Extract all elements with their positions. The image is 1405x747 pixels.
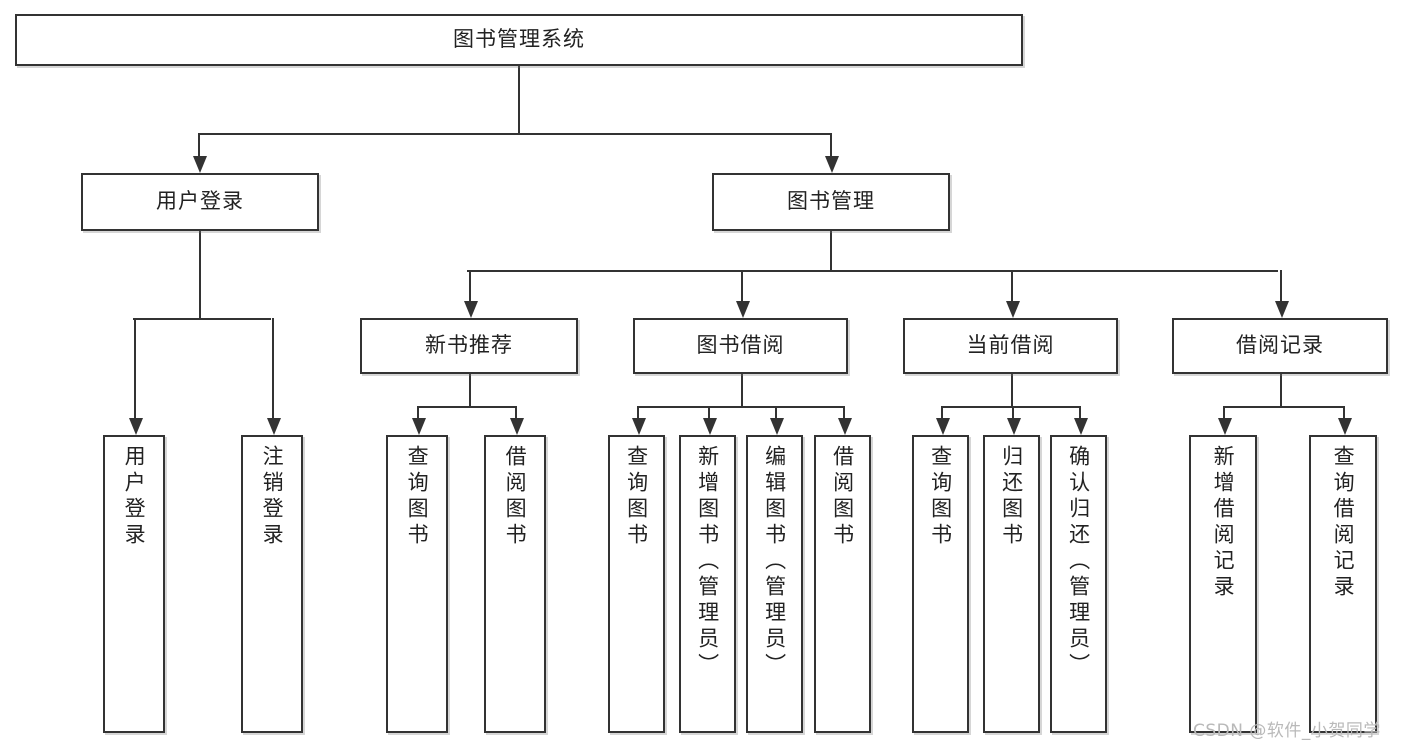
arrowhead-level3-book-borrow [736,301,750,318]
arrowhead-level3-new-book-recommend [464,301,478,318]
node-label-book-manage: 图书管理 [787,189,875,214]
connector-leaf-drop-leaf-borrow-book-nb [515,406,517,419]
leaf-label-leaf-add-record: 新增借阅记录 [1211,445,1236,601]
connector-current-borrow-stem [1011,374,1013,406]
leaf-leaf-borrow-book-bb[interactable]: 借阅图书 [814,435,871,733]
leaf-label-leaf-borrow-book-bb: 借阅图书 [830,445,855,549]
arrowhead-level3-borrow-record [1275,301,1289,318]
connector-leaf-drop-leaf-logout [272,318,274,419]
node-book-borrow[interactable]: 图书借阅 [633,318,848,374]
arrowhead-root-0 [193,156,207,173]
leaf-leaf-confirm-return[interactable]: 确认归还（管理员） [1050,435,1107,733]
arrowhead-leaf-leaf-query-book-bb [632,418,646,435]
leaf-leaf-edit-book[interactable]: 编辑图书（管理员） [746,435,803,733]
connector-new-book-recommend-bar [417,406,517,408]
connector-leaf-drop-leaf-query-book-bb [637,406,639,419]
connector-userlogin-stem [199,231,201,318]
leaf-leaf-query-book-cb[interactable]: 查询图书 [912,435,969,733]
leaf-leaf-return-book[interactable]: 归还图书 [983,435,1040,733]
csdn-watermark: CSDN @软件_小贺同学 [1193,721,1381,741]
node-root[interactable]: 图书管理系统 [15,14,1023,66]
arrowhead-level3-current-borrow [1006,301,1020,318]
node-book-manage[interactable]: 图书管理 [712,173,950,231]
leaf-leaf-query-book-nb[interactable]: 查询图书 [386,435,448,733]
connector-borrow-record-bar [1223,406,1345,408]
arrowhead-leaf-leaf-return-book [1007,418,1021,435]
arrowhead-leaf-leaf-edit-book [770,418,784,435]
connector-leaf-drop-leaf-confirm-return [1079,406,1081,419]
connector-leaf-drop-leaf-borrow-book-bb [843,406,845,419]
leaf-leaf-borrow-book-nb[interactable]: 借阅图书 [484,435,546,733]
connector-level3-drop-borrow-record [1280,270,1282,302]
arrowhead-leaf-leaf-logout [267,418,281,435]
arrowhead-leaf-leaf-query-book-nb [412,418,426,435]
leaf-label-leaf-confirm-return: 确认归还（管理员） [1066,445,1091,679]
node-user-login[interactable]: 用户登录 [81,173,319,231]
leaf-label-leaf-query-book-bb: 查询图书 [624,445,649,549]
connector-level3-drop-current-borrow [1011,270,1013,302]
connector-root-stem [518,66,520,133]
node-label-current-borrow: 当前借阅 [966,333,1055,358]
connector-root-drop-0 [198,133,200,157]
leaf-label-leaf-query-book-cb: 查询图书 [928,445,953,549]
connector-level3-drop-book-borrow [741,270,743,302]
leaf-leaf-query-book-bb[interactable]: 查询图书 [608,435,665,733]
node-label-root: 图书管理系统 [453,27,585,52]
connector-bookmanage-bar [467,270,1278,272]
connector-level3-drop-new-book-recommend [469,270,471,302]
connector-bookmanage-stem [830,231,832,270]
node-borrow-record[interactable]: 借阅记录 [1172,318,1388,374]
node-label-user-login: 用户登录 [156,189,244,214]
connector-root-drop-1 [830,133,832,157]
connector-leaf-drop-leaf-query-record [1343,406,1345,419]
leaf-label-leaf-return-book: 归还图书 [999,445,1024,549]
arrowhead-leaf-leaf-add-book [703,418,717,435]
connector-root-bar [198,133,830,135]
arrowhead-leaf-leaf-borrow-book-nb [510,418,524,435]
connector-leaf-drop-leaf-add-book [708,406,710,419]
node-label-borrow-record: 借阅记录 [1236,333,1324,358]
node-new-book-recommend[interactable]: 新书推荐 [360,318,578,374]
node-label-book-borrow: 图书借阅 [696,333,785,358]
arrowhead-leaf-leaf-borrow-book-bb [838,418,852,435]
leaf-label-leaf-add-book: 新增图书（管理员） [695,445,720,679]
leaf-leaf-logout[interactable]: 注销登录 [241,435,303,733]
arrowhead-leaf-leaf-add-record [1218,418,1232,435]
arrowhead-leaf-leaf-user-login [129,418,143,435]
connector-leaf-drop-leaf-user-login [134,318,136,419]
arrowhead-leaf-leaf-query-record [1338,418,1352,435]
connector-userlogin-bar [133,318,271,320]
connector-borrow-record-stem [1280,374,1282,406]
connector-leaf-drop-leaf-query-book-nb [417,406,419,419]
leaf-label-leaf-logout: 注销登录 [260,445,285,549]
connector-leaf-drop-leaf-query-book-cb [941,406,943,419]
connector-leaf-drop-leaf-edit-book [775,406,777,419]
leaf-leaf-add-record[interactable]: 新增借阅记录 [1189,435,1257,733]
leaf-label-leaf-edit-book: 编辑图书（管理员） [762,445,787,679]
node-current-borrow[interactable]: 当前借阅 [903,318,1118,374]
leaf-leaf-query-record[interactable]: 查询借阅记录 [1309,435,1377,733]
arrowhead-leaf-leaf-query-book-cb [936,418,950,435]
leaf-label-leaf-user-login: 用户登录 [122,445,147,549]
connector-leaf-drop-leaf-return-book [1012,406,1014,419]
leaf-leaf-add-book[interactable]: 新增图书（管理员） [679,435,736,733]
leaf-leaf-user-login[interactable]: 用户登录 [103,435,165,733]
connector-book-borrow-bar [637,406,845,408]
node-label-new-book-recommend: 新书推荐 [425,333,513,358]
leaf-label-leaf-query-record: 查询借阅记录 [1331,445,1356,601]
connector-book-borrow-stem [741,374,743,406]
leaf-label-leaf-query-book-nb: 查询图书 [405,445,430,549]
arrowhead-leaf-leaf-confirm-return [1074,418,1088,435]
connector-current-borrow-bar [941,406,1081,408]
connector-leaf-drop-leaf-add-record [1223,406,1225,419]
connector-new-book-recommend-stem [469,374,471,406]
arrowhead-root-1 [825,156,839,173]
leaf-label-leaf-borrow-book-nb: 借阅图书 [503,445,528,549]
